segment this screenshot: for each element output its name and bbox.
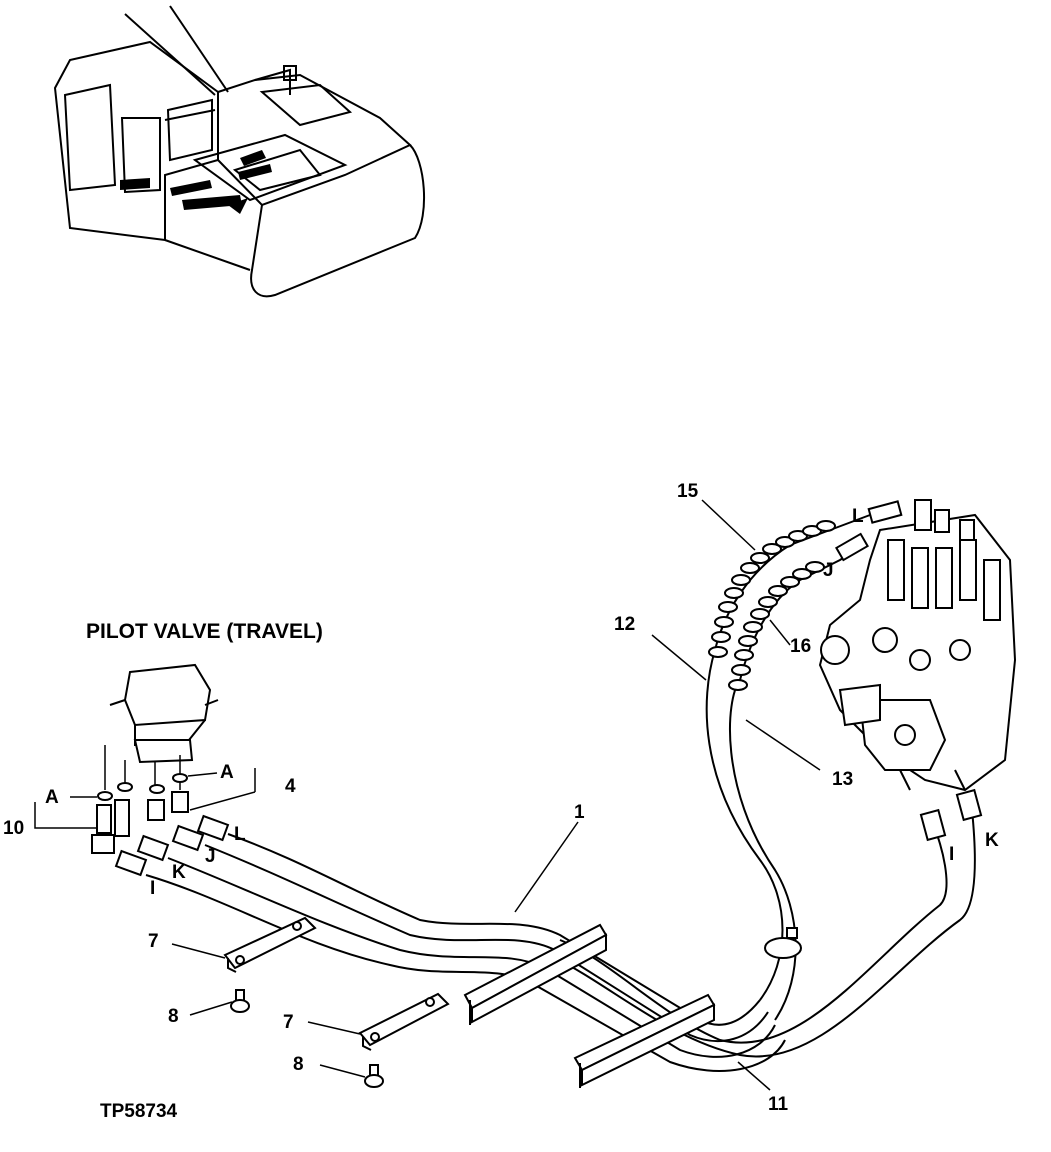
callout-10: 10: [3, 818, 24, 839]
port-i-right: I: [949, 844, 954, 865]
spiral-guard-16: [728, 561, 825, 691]
port-j-left: J: [205, 846, 216, 867]
hose-clamp: [764, 927, 802, 959]
bracket-7-upper: [223, 916, 317, 973]
bolt-8-lower: [364, 1064, 384, 1088]
callout-13: 13: [832, 769, 853, 790]
callout-7-upper: 7: [148, 931, 159, 952]
callout-4: 4: [285, 776, 296, 797]
callout-1: 1: [574, 802, 585, 823]
leader-lines: [34, 499, 821, 1091]
port-k-left: K: [172, 862, 186, 883]
callout-12: 12: [614, 614, 635, 635]
port-l-left: L: [234, 824, 246, 845]
port-a-right: A: [220, 762, 234, 783]
diagram-title: PILOT VALVE (TRAVEL): [86, 620, 323, 643]
hose-group-11: [554, 809, 976, 1058]
callout-16: 16: [790, 636, 811, 657]
port-l-right: L: [852, 506, 864, 527]
callout-15: 15: [677, 481, 699, 502]
port-a-left: A: [45, 787, 59, 808]
port-i-left: I: [150, 878, 155, 899]
crossmember-upper: [463, 923, 608, 1025]
control-valve: [818, 499, 1017, 792]
callout-11: 11: [768, 1094, 789, 1115]
callout-labels: 1 4 7 7 8 8 10 11 12 13 15 16: [3, 481, 853, 1115]
callout-8-upper: 8: [168, 1006, 179, 1027]
spiral-guard-15: [708, 520, 836, 658]
callout-8-lower: 8: [293, 1054, 304, 1075]
figure-id: TP58734: [100, 1101, 178, 1122]
port-letter-labels: A A I J K L I J K L: [45, 506, 999, 899]
valve-hose-fittings: [835, 500, 983, 842]
bolt-8-upper: [230, 989, 250, 1013]
callout-7-lower: 7: [283, 1012, 294, 1033]
excavator-overview-illustration: [53, 5, 425, 298]
crossmember-lower: [573, 993, 716, 1088]
pilot-hose-fittings: [114, 814, 230, 877]
bracket-7-lower: [358, 992, 450, 1051]
port-j-right: J: [823, 560, 834, 581]
pilot-valve-travel: [91, 663, 219, 854]
port-k-right: K: [985, 830, 999, 851]
